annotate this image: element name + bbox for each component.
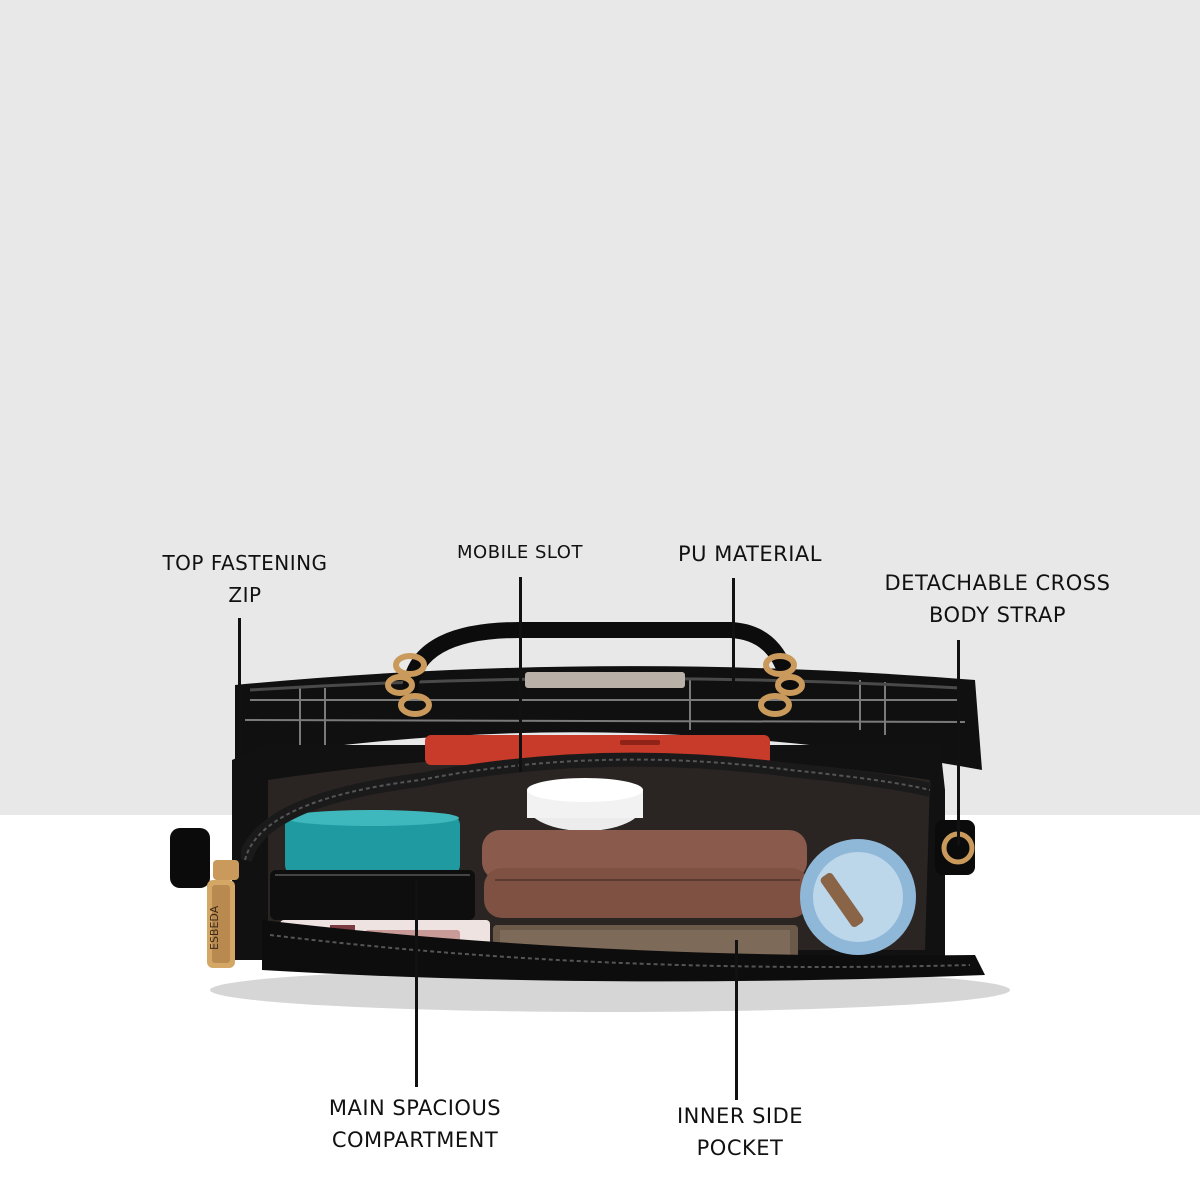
zip-puller-brand: ESBEDA [208, 905, 221, 950]
brown-wallet-bottom [484, 868, 809, 918]
callout-detachable-strap: DETACHABLE CROSS BODY STRAP [884, 571, 1111, 627]
leader-mobile-slot [519, 577, 522, 772]
strap-loop [935, 820, 975, 875]
chain-links-right [758, 653, 805, 717]
brown-wallet-top [482, 830, 807, 880]
callout-pu-material: PU MATERIAL [677, 542, 822, 566]
callout-main-compartment: MAIN SPACIOUS COMPARTMENT [328, 1096, 502, 1152]
callout-top-fastening-zip: TOP FASTENING ZIP [162, 551, 328, 607]
leader-inner-side-pocket [735, 940, 738, 1100]
brand-plate [525, 672, 685, 688]
callout-mobile-slot: MOBILE SLOT [457, 542, 583, 563]
teal-tin [285, 815, 460, 875]
leader-pu-material [732, 578, 735, 693]
leader-detachable-strap [957, 640, 960, 845]
zip-puller-ring [213, 860, 239, 880]
side-tab [170, 828, 210, 888]
leader-main-compartment [415, 880, 418, 1087]
leader-top-fastening-zip [238, 618, 241, 860]
chain-links-left [385, 653, 432, 717]
flap-stitching [244, 680, 966, 750]
callout-inner-side-pocket: INNER SIDE POCKET [676, 1104, 804, 1160]
black-compact [270, 870, 475, 920]
